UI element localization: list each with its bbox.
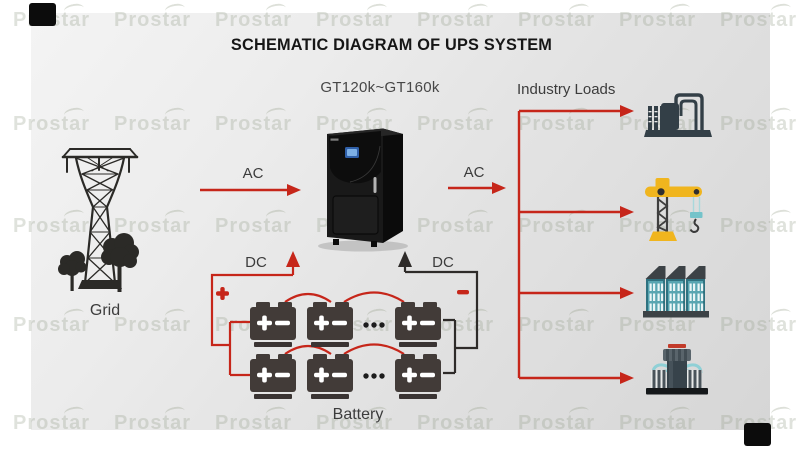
dc-negative-wire	[403, 266, 479, 375]
ac-output-arrow	[448, 182, 506, 194]
dc-negative-label: DC	[432, 254, 454, 271]
dc-positive-label: DC	[245, 254, 267, 271]
ac-output-label: AC	[463, 164, 485, 181]
battery-cell	[395, 354, 441, 399]
trees-icon	[58, 233, 139, 292]
dc-positive-wire	[210, 266, 405, 377]
grid-label: Grid	[89, 302, 121, 319]
negative-symbol	[457, 290, 469, 295]
ups-logo	[330, 138, 339, 141]
corner-mark-bottom-right	[744, 423, 771, 446]
ac-input-label: AC	[242, 165, 264, 182]
industry-loads-heading: Industry Loads	[517, 81, 616, 98]
page-title: SCHEMATIC DIAGRAM OF UPS SYSTEM	[230, 35, 553, 54]
tower-crane-icon	[645, 178, 703, 241]
corner-mark-top-left	[29, 3, 56, 26]
battery-bank	[250, 302, 441, 399]
ups-model-label: GT120k~GT160k	[320, 79, 440, 96]
transformer-station-icon	[646, 344, 708, 395]
battery-label: Battery	[332, 406, 384, 423]
positive-symbol	[216, 287, 229, 300]
battery-cell	[250, 302, 296, 347]
power-grid-tower-icon	[61, 148, 139, 289]
ac-input-arrow	[200, 184, 301, 196]
dc-positive-arrowhead	[286, 251, 300, 267]
factory-buildings-icon	[643, 266, 709, 318]
battery-cell	[307, 302, 353, 347]
dc-negative-arrowhead	[398, 251, 412, 267]
battery-cell	[307, 354, 353, 399]
ups-cabinet	[318, 128, 408, 252]
ups-door	[332, 195, 379, 235]
load-branch-arrows	[517, 105, 634, 384]
oil-refinery-icon	[644, 93, 712, 137]
ups-handle	[373, 177, 377, 193]
battery-cell	[250, 354, 296, 399]
battery-cell	[395, 302, 441, 347]
ellipsis-dots	[363, 322, 385, 379]
